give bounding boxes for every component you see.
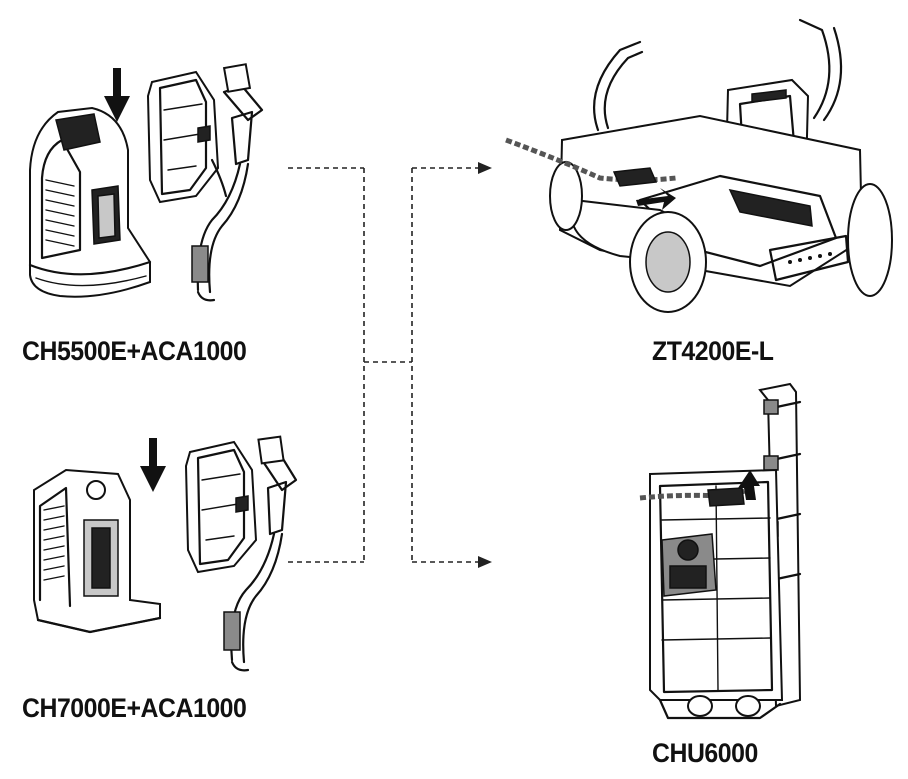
adapter-aca1000-icon bbox=[146, 63, 264, 302]
down-arrow-icon bbox=[140, 438, 166, 492]
battery-cart-icon bbox=[639, 382, 802, 720]
down-arrow-icon bbox=[104, 68, 130, 122]
cart-chu6000-label: CHU6000 bbox=[652, 738, 758, 768]
charger-ch5500e-label: CH5500E+ACA1000 bbox=[22, 336, 247, 366]
connector-lines bbox=[288, 162, 492, 568]
charger-ch5500e-icon bbox=[28, 106, 152, 298]
adapter-aca1000-icon bbox=[184, 435, 298, 672]
insert-arrow-icon bbox=[636, 188, 676, 210]
zero-turn-mower-icon bbox=[505, 18, 893, 313]
mower-zt4200e-label: ZT4200E-L bbox=[652, 336, 774, 366]
insert-arrow-icon bbox=[738, 470, 760, 500]
charger-ch7000e-label: CH7000E+ACA1000 bbox=[22, 693, 247, 723]
charger-ch7000e-icon bbox=[33, 468, 162, 634]
arrowhead-icon bbox=[478, 162, 492, 174]
arrowhead-icon bbox=[478, 556, 492, 568]
